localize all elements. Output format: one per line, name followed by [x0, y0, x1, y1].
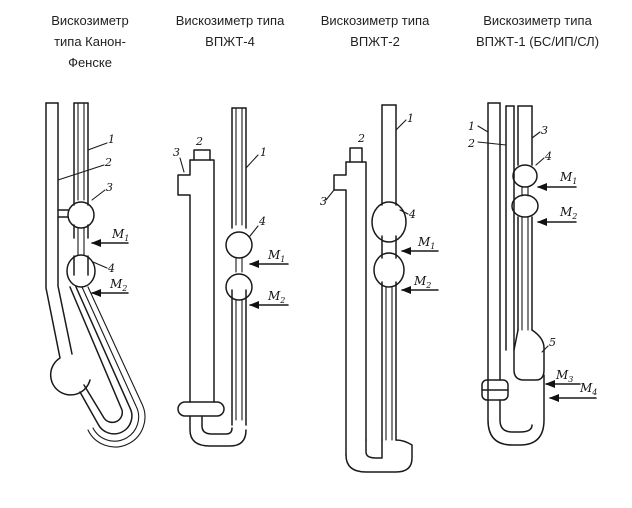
label-4: 4 — [258, 215, 266, 228]
mark-m2: M2 — [413, 274, 431, 290]
mark-m1: M1 — [559, 170, 577, 186]
title-cannon-fenske: Вискозиметр типа Канон- Фенске — [30, 10, 150, 73]
title-line: ВПЖТ-4 — [205, 34, 255, 49]
label-1: 1 — [468, 120, 475, 133]
viscometer-vpzht-2: 3 2 1 4 M1 M2 — [320, 104, 439, 473]
label-3: 3 — [173, 146, 180, 159]
mark-m3: M3 — [555, 368, 573, 384]
title-vpzht-1: Вискозиметр типа ВПЖТ-1 (БС/ИП/СЛ) — [455, 10, 620, 52]
title-line: типа Канон- — [54, 34, 126, 49]
label-1: 1 — [108, 133, 115, 146]
mark-m1: M1 — [267, 248, 285, 264]
label-4: 4 — [408, 208, 416, 221]
title-vpzht-4: Вискозиметр типа ВПЖТ-4 — [160, 10, 300, 52]
title-line: ВПЖТ-2 — [350, 34, 400, 49]
mark-m4: M4 — [579, 381, 597, 397]
mark-m2: M2 — [559, 205, 577, 221]
viscometer-cannon-fenske: 1 2 3 4 M1 M2 — [45, 102, 146, 448]
label-2: 2 — [104, 156, 112, 169]
label-5: 5 — [549, 336, 556, 349]
label-2: 2 — [467, 137, 475, 150]
title-vpzht-2: Вискозиметр типа ВПЖТ-2 — [305, 10, 445, 52]
title-line: Вискозиметр типа — [175, 13, 285, 28]
label-2: 2 — [195, 135, 203, 148]
mark-m1: M1 — [417, 235, 435, 251]
title-line: Фенске — [68, 55, 112, 70]
label-3: 3 — [320, 195, 327, 208]
mark-m2: M2 — [109, 277, 127, 293]
mark-m1: M1 — [111, 227, 129, 243]
label-2: 2 — [357, 132, 365, 145]
title-line: ВПЖТ-1 (БС/ИП/СЛ) — [475, 34, 600, 49]
title-line: Вискозиметр типа — [320, 13, 430, 28]
label-1: 1 — [407, 112, 414, 125]
title-line: Вискозиметр типа — [483, 13, 592, 28]
label-1: 1 — [260, 146, 267, 159]
viscometer-vpzht-1: 1 2 3 4 5 M1 M2 M3 M4 — [467, 102, 597, 446]
mark-m2: M2 — [267, 289, 285, 305]
label-4: 4 — [107, 262, 115, 275]
label-3: 3 — [541, 124, 548, 137]
label-3: 3 — [106, 181, 113, 194]
label-4: 4 — [544, 150, 552, 163]
viscometer-vpzht-4: 3 2 1 4 M1 M2 — [173, 107, 289, 447]
title-line: Вискозиметр — [51, 13, 129, 28]
